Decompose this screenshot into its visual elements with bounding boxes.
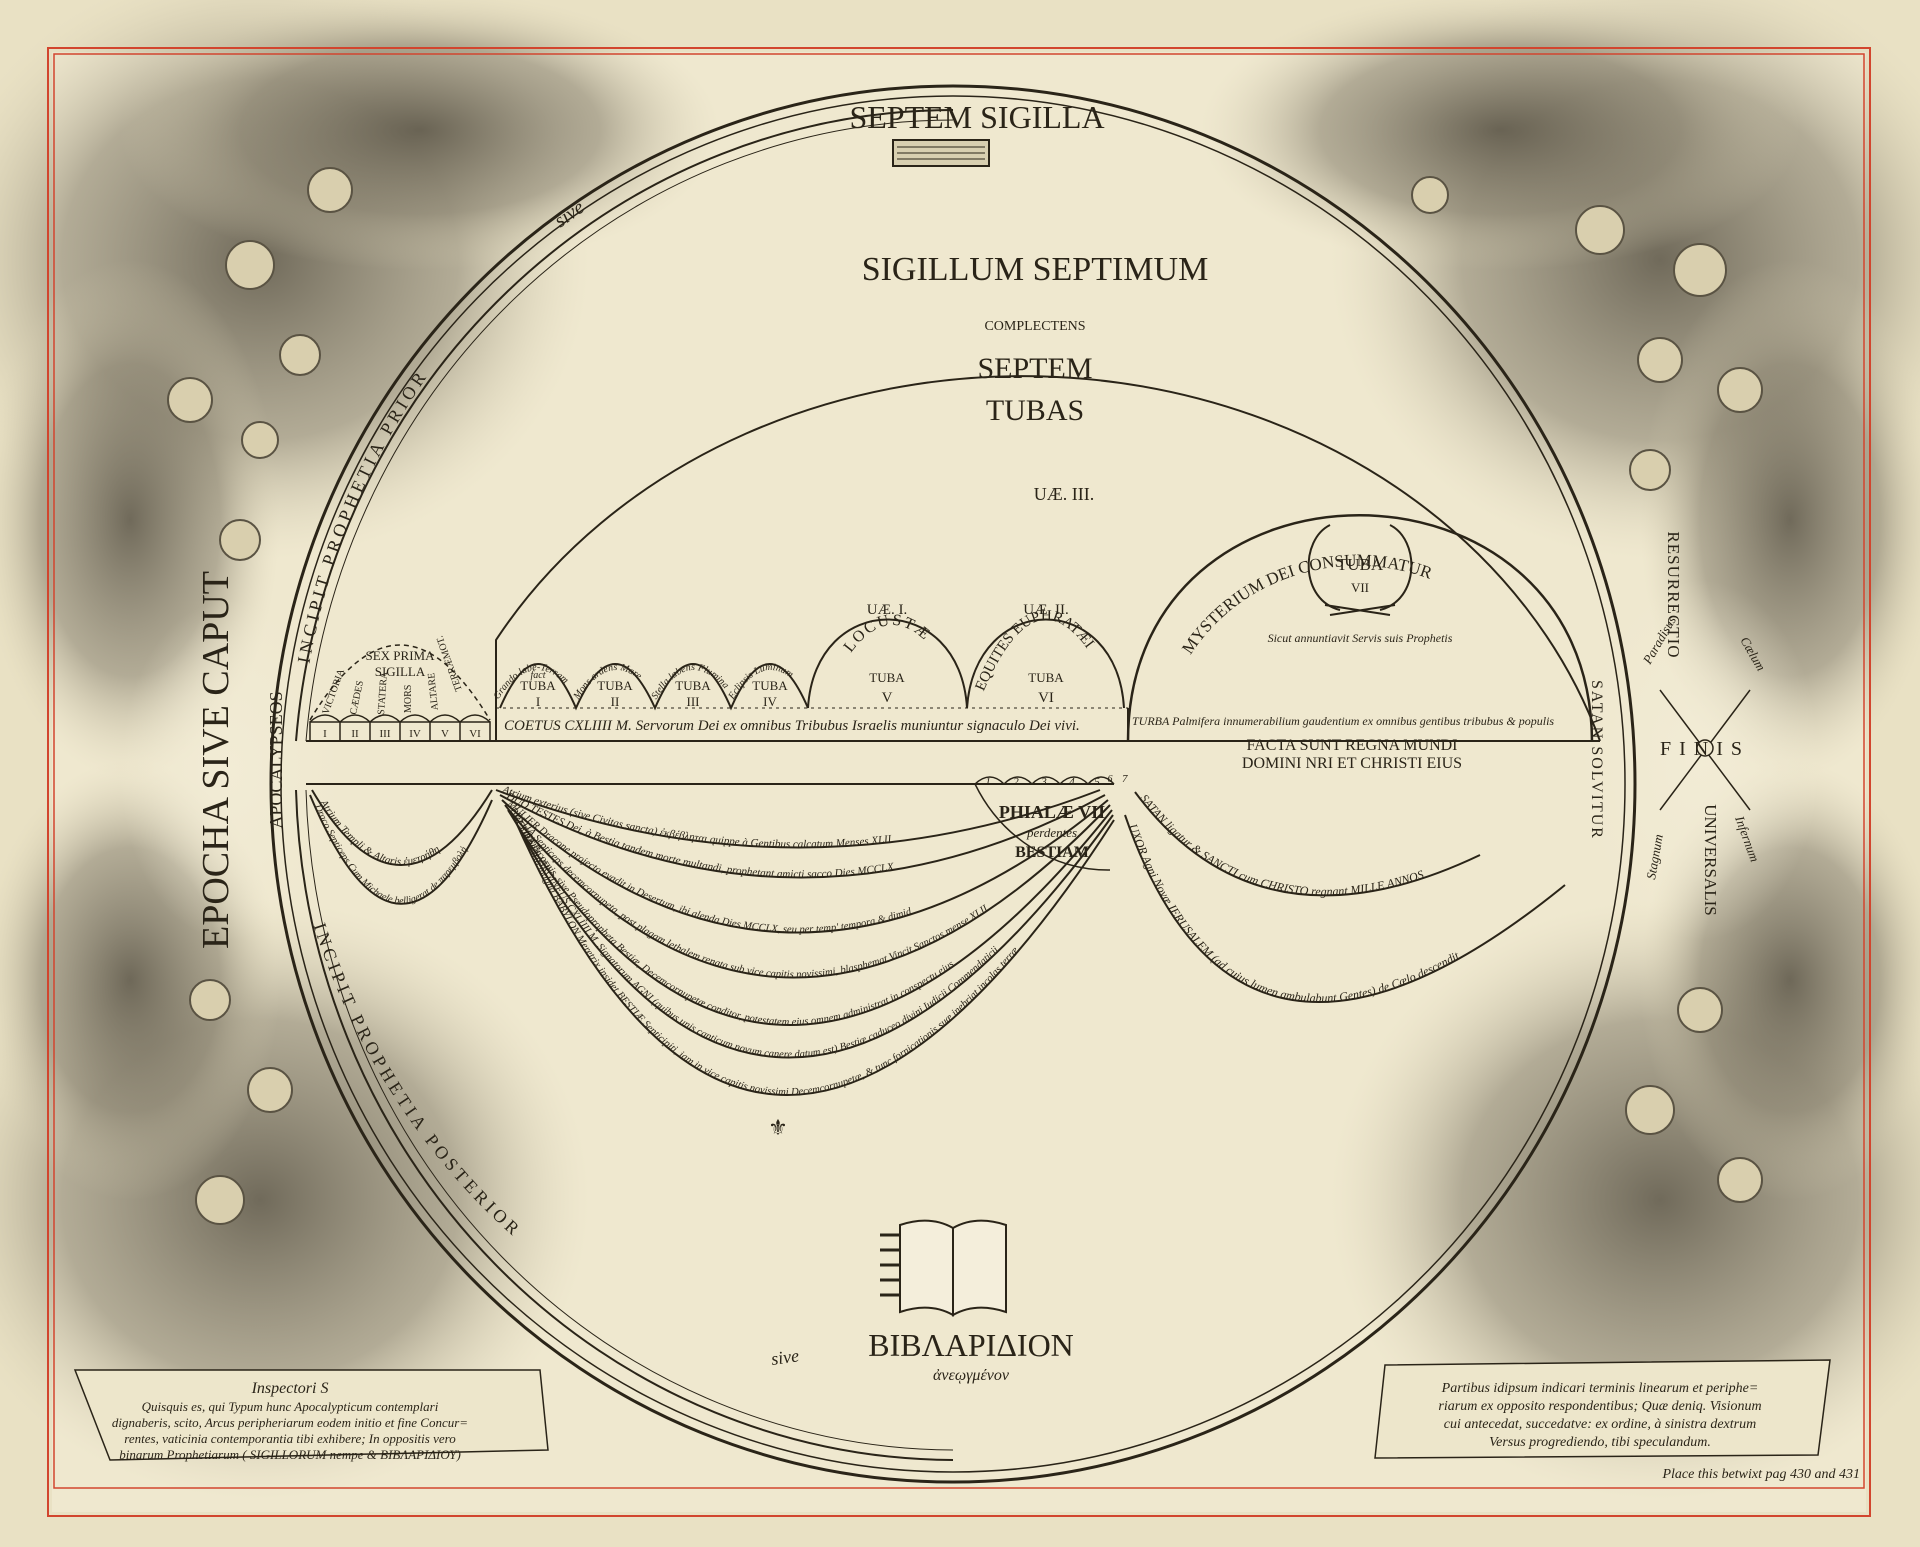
- trumpet-1-sub: fact: [531, 670, 546, 681]
- tubas-label: TUBAS: [986, 394, 1084, 427]
- central-band: [306, 707, 1600, 785]
- woe-1-label: UÆ. I.: [867, 602, 907, 618]
- tuba-number: I: [536, 694, 540, 709]
- prophetia-posterior-arc: [295, 789, 954, 1461]
- septem-label: SEPTEM: [977, 352, 1092, 385]
- tuba-number: II: [611, 694, 620, 709]
- scroll-line: rentes, vaticinia contemporantia tibi ex…: [124, 1431, 456, 1446]
- vial-number: 1: [985, 776, 991, 788]
- sex-prima-label: SEX PRIMA: [366, 648, 436, 663]
- universalis-label: UNIVERSALIS: [1701, 804, 1720, 915]
- scroll-line: Quisquis es, qui Typum hunc Apocalypticu…: [142, 1399, 439, 1414]
- complectens-label: COMPLECTENS: [984, 319, 1085, 334]
- scroll-line: cui antecedat, succedatve: ex ordine, à …: [1444, 1417, 1756, 1432]
- prophetia-posterior-arc-inner: [305, 789, 954, 1451]
- scroll-right: Partibus idipsum indicari terminis linea…: [1374, 1359, 1831, 1459]
- tuba-label: TUBA: [597, 678, 633, 693]
- biblaridion-title: ΒΙΒΛΑΡΙΔΙΟΝ: [868, 1327, 1074, 1363]
- facta-line-2: DOMINI NRI ET CHRISTI EIUS: [1242, 755, 1462, 772]
- prophetia-prior-arc-inner: [305, 119, 954, 742]
- vials-group: 1 2 3 4 5 6 7 PHIALÆ VII perdentes BESTI…: [974, 773, 1128, 871]
- tuba-7-label: TUBA: [1337, 555, 1384, 574]
- vial-number: 3: [1040, 776, 1047, 788]
- apocalypseos-label: APOCALYPSEOS: [266, 691, 286, 828]
- scroll-line: Partibus idipsum indicari terminis linea…: [1441, 1381, 1759, 1396]
- tuba-label: TUBA: [520, 678, 556, 693]
- vial-number: 4: [1069, 776, 1075, 788]
- fleur-de-lis-icon: ⚜: [768, 1115, 788, 1140]
- placement-note: Place this betwixt pag 430 and 431: [1661, 1467, 1860, 1482]
- red-border-inner: [53, 53, 1865, 1489]
- sigilla-label: SIGILLA: [375, 664, 426, 679]
- seal-name: ALTARE: [426, 672, 441, 711]
- septem-sigilla-title: SEPTEM SIGILLA: [849, 99, 1104, 135]
- scroll-left: Inspectori S Quisquis es, qui Typum hunc…: [73, 1369, 549, 1462]
- scroll-line: binarum Prophetiarum ( SIGILLORUM nempe …: [119, 1447, 461, 1462]
- epocha-label: EPOCHA SIVE CAPUT: [195, 571, 237, 949]
- turba-caption: TURBA Palmifera innumerabilium gaudentiu…: [1132, 714, 1554, 728]
- great-circle-inner: [280, 95, 1626, 1473]
- red-border-outer: [47, 47, 1871, 1517]
- coetus-caption: COETUS CXLIIII M. Servorum Dei ex omnibu…: [504, 718, 1080, 734]
- sive-lower-label: sive: [770, 1345, 801, 1369]
- seal-numeral: IV: [409, 728, 421, 740]
- phialae-title: PHIALÆ VII: [999, 802, 1105, 822]
- vial-number: 6: [1108, 774, 1113, 785]
- scroll-line: dignaberis, scito, Arcus peripheriarum e…: [112, 1415, 468, 1430]
- seventh-seal-arc: [495, 375, 1601, 742]
- finis-cross-icon: [1659, 689, 1751, 811]
- tuba-number: VI: [1038, 690, 1054, 706]
- open-book-icon: [880, 1219, 1007, 1317]
- tuba-number: III: [687, 694, 700, 709]
- seal-numeral: VI: [469, 728, 481, 740]
- resurrectio-label: RESURRECTIO: [1664, 531, 1683, 658]
- scroll-line: Versus progrediendo, tibi speculandum.: [1489, 1435, 1711, 1450]
- cherub-figures: [167, 167, 1763, 1225]
- seal-numeral: III: [380, 728, 391, 740]
- vial-number: 2: [1013, 776, 1019, 788]
- great-circle-outer: [269, 84, 1637, 1484]
- tuba-label: TUBA: [752, 678, 788, 693]
- vial-number: 7: [1122, 773, 1128, 785]
- tuba-number: IV: [763, 694, 777, 709]
- tuba-label: TUBA: [1028, 670, 1064, 685]
- perdentes-label: perdentes: [1026, 825, 1077, 840]
- woe-2-label: UÆ. II.: [1023, 602, 1068, 618]
- finis-label: FINIS: [1660, 738, 1750, 760]
- sicut-caption: Sicut annuntiavit Servis suis Prophetis: [1268, 631, 1453, 645]
- seal-name: STATERA: [376, 671, 390, 716]
- seal-name: MORS: [403, 685, 414, 713]
- tuba-number: V: [882, 690, 893, 706]
- aneogmenon-label: ἀνεῳγμένον: [933, 1367, 1010, 1384]
- prophetia-prior-arc: [295, 109, 954, 742]
- facta-line-1: FACTA SUNT REGNA MUNDI: [1246, 737, 1457, 754]
- seal-numeral: II: [351, 728, 359, 740]
- tuba-label: TUBA: [675, 678, 711, 693]
- satan-solvitur-label: SATAN SOLVITUR: [1588, 680, 1605, 840]
- bestiam-label: BESTIAM: [1015, 844, 1089, 861]
- scroll-line: riarum ex opposito respondentibus; Quæ d…: [1438, 1399, 1761, 1414]
- laurel-wreath-icon: [1307, 524, 1413, 616]
- tuba-label: TUBA: [869, 670, 905, 685]
- seal-numeral: V: [441, 728, 449, 740]
- sigillum-septimum-title: SIGILLUM SEPTIMUM: [862, 251, 1209, 288]
- tuba-7-number: VII: [1351, 580, 1369, 595]
- seal-numeral: I: [323, 728, 327, 740]
- woe-3-label: UÆ. III.: [1034, 484, 1095, 504]
- scroll-heading: Inspectori S: [251, 1380, 329, 1397]
- vial-number: 5: [1094, 776, 1100, 788]
- sealed-book-icon: [892, 139, 990, 167]
